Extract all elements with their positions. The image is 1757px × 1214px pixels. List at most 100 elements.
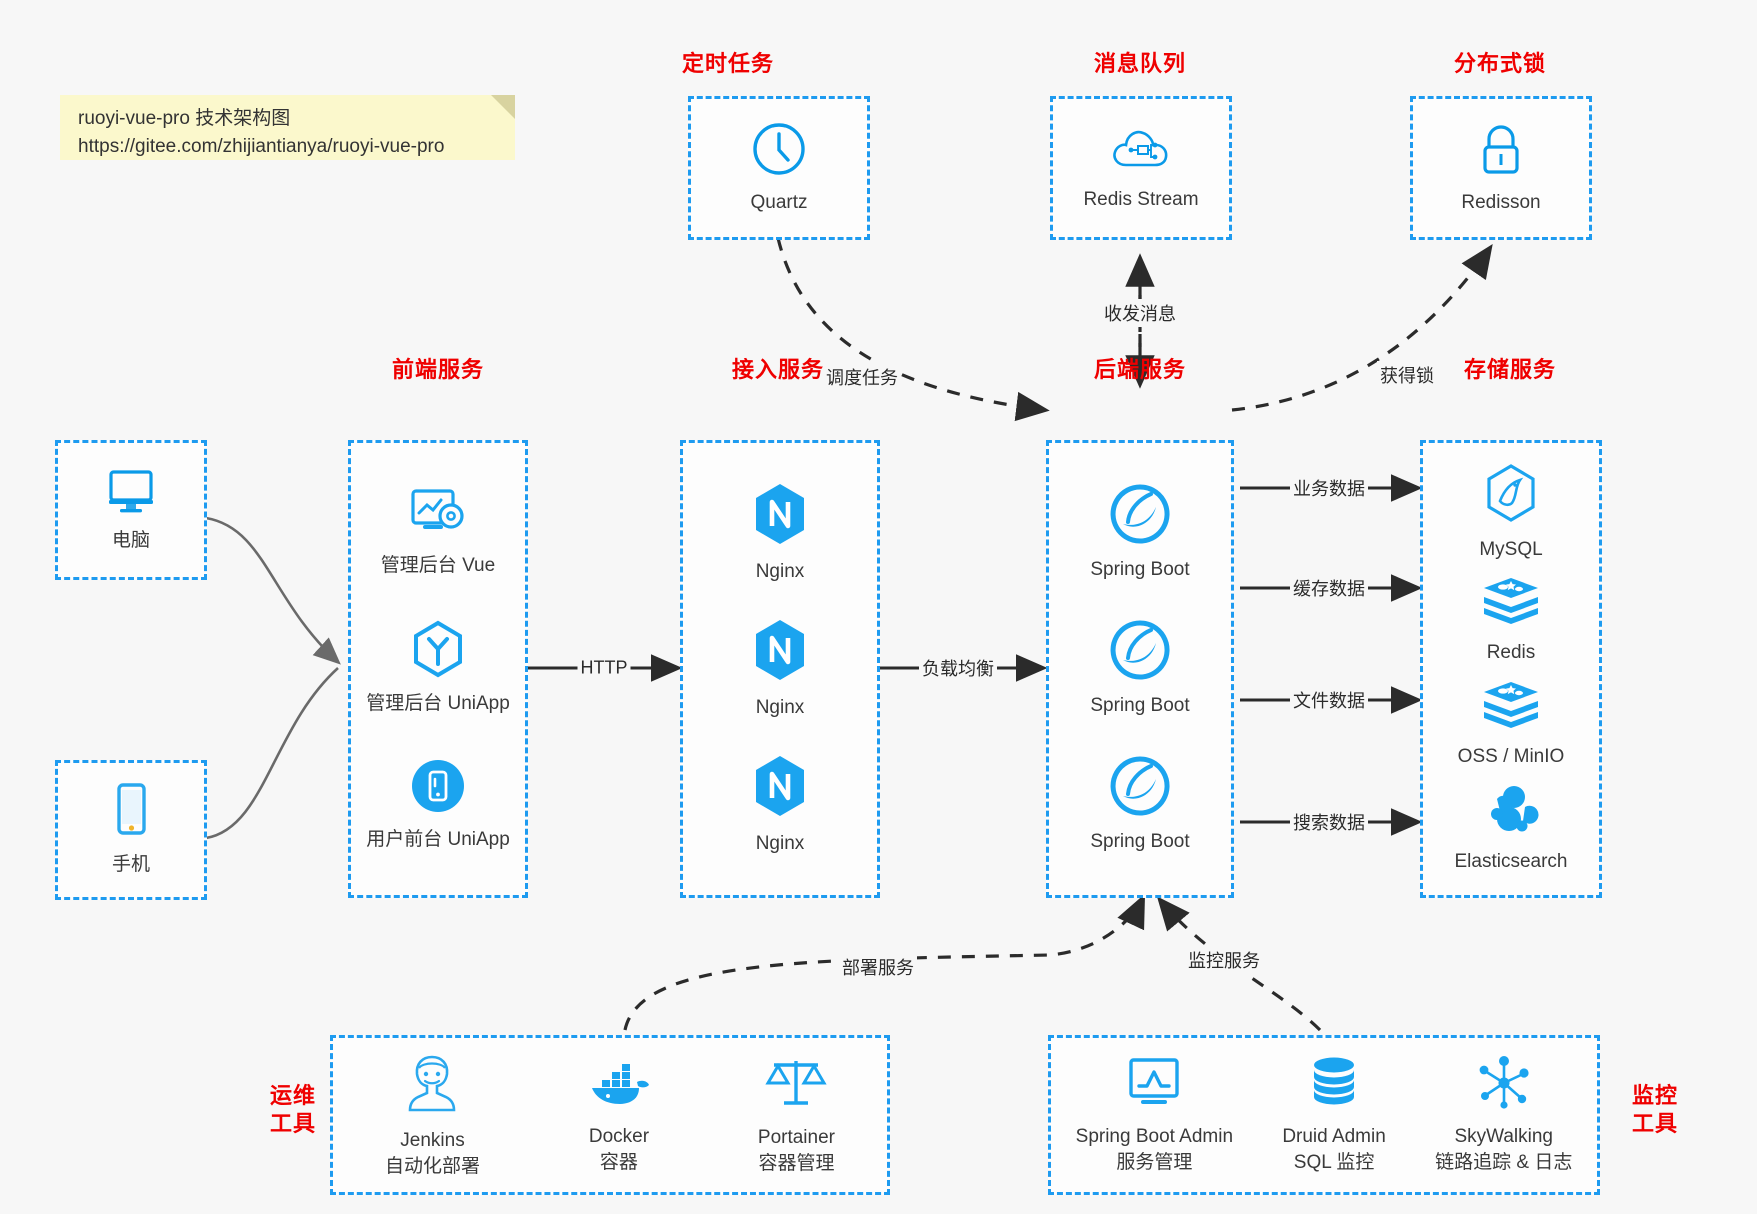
edge-label-cache-data: 缓存数据 <box>1290 574 1368 602</box>
node-sublabel: SQL 监控 <box>1293 1152 1375 1174</box>
note-title: ruoyi-vue-pro 技术架构图 <box>78 108 291 129</box>
group-title-gateway: 接入服务 <box>731 357 824 382</box>
node-desktop[interactable]: 电脑 <box>103 466 159 554</box>
node-spring-boot-1[interactable]: Spring Boot <box>1090 483 1190 583</box>
group-title-frontend: 前端服务 <box>391 357 484 382</box>
node-mysql[interactable]: MySQL <box>1479 463 1543 563</box>
node-jenkins[interactable]: Jenkins 自动化部署 <box>385 1050 480 1179</box>
group-box-monitor: Spring Boot Admin 服务管理 Druid Admin SQL 监… <box>1048 1035 1600 1195</box>
nginx-icon <box>750 481 810 552</box>
node-sublabel: 容器 <box>599 1152 638 1174</box>
vue-admin-icon <box>407 485 469 546</box>
diagram-note: ruoyi-vue-pro 技术架构图 https://gitee.com/zh… <box>60 95 515 160</box>
node-label: Spring Boot <box>1090 695 1190 717</box>
mysql-icon <box>1482 463 1540 530</box>
node-sublabel: 自动化部署 <box>384 1156 480 1178</box>
node-label: 管理后台 UniApp <box>366 693 510 715</box>
node-label: OSS / MinIO <box>1457 745 1565 767</box>
node-user-uniapp[interactable]: 用户前台 UniApp <box>366 757 510 853</box>
node-sublabel: 链路追踪 & 日志 <box>1435 1152 1573 1174</box>
lock-icon <box>1473 120 1529 183</box>
node-druid-admin[interactable]: Druid Admin SQL 监控 <box>1282 1054 1386 1175</box>
node-spring-boot-admin[interactable]: Spring Boot Admin 服务管理 <box>1076 1054 1233 1175</box>
node-redisson[interactable]: Redisson <box>1461 120 1541 216</box>
node-mobile[interactable]: 手机 <box>109 782 153 878</box>
node-sublabel: 服务管理 <box>1116 1152 1193 1174</box>
group-title-storage: 存储服务 <box>1463 357 1556 382</box>
node-label: MySQL <box>1479 538 1543 560</box>
node-label: Spring Boot <box>1090 831 1190 853</box>
group-title-message-queue: 消息队列 <box>1093 51 1186 76</box>
group-title-scheduled-task: 定时任务 <box>681 51 774 76</box>
node-nginx-1[interactable]: Nginx <box>750 481 810 585</box>
node-nginx-2[interactable]: Nginx <box>750 617 810 721</box>
node-label: 管理后台 Vue <box>380 555 496 577</box>
spring-boot-icon <box>1109 483 1171 550</box>
node-label: Spring Boot <box>1090 559 1190 581</box>
note-url: https://gitee.com/zhijiantianya/ruoyi-vu… <box>78 135 445 157</box>
group-box-message-queue: Redis Stream <box>1050 96 1232 240</box>
edge-label-schedule-task: 调度任务 <box>823 363 901 391</box>
group-box-client-mobile: 手机 <box>55 760 207 900</box>
uniapp-icon <box>409 619 467 684</box>
node-label: SkyWalking <box>1454 1126 1553 1148</box>
node-label: Nginx <box>755 697 805 719</box>
node-label: 电脑 <box>111 530 150 552</box>
node-skywalking[interactable]: SkyWalking 链路追踪 & 日志 <box>1435 1054 1572 1175</box>
node-oss-minio[interactable]: OSS / MinIO <box>1457 678 1565 770</box>
node-label: Elasticsearch <box>1454 851 1568 873</box>
node-label: Redis Stream <box>1083 189 1199 211</box>
node-label: Redisson <box>1461 192 1541 214</box>
group-box-distributed-lock: Redisson <box>1410 96 1592 240</box>
edge-label-http: HTTP <box>577 656 631 680</box>
node-redis[interactable]: Redis <box>1480 574 1542 666</box>
redis-icon <box>1480 574 1542 633</box>
monitor-chart-icon <box>1123 1054 1185 1117</box>
group-title-devops: 运维 工具 <box>258 1082 328 1137</box>
group-title-monitor: 监控 工具 <box>1615 1082 1695 1137</box>
oss-minio-icon <box>1480 678 1542 737</box>
nginx-icon <box>750 753 810 824</box>
edge-label-business-data: 业务数据 <box>1290 474 1368 502</box>
group-box-client-desktop: 电脑 <box>55 440 207 580</box>
node-nginx-3[interactable]: Nginx <box>750 753 810 857</box>
group-box-scheduled-task: Quartz <box>688 96 870 240</box>
node-elasticsearch[interactable]: Elasticsearch <box>1455 781 1568 875</box>
group-title-devops-line2: 工具 <box>269 1110 316 1136</box>
edge-label-acquire-lock: 获得锁 <box>1377 361 1437 389</box>
node-label: Jenkins <box>400 1130 465 1152</box>
mobile-app-icon <box>409 757 467 820</box>
node-label: 手机 <box>111 854 150 876</box>
node-label: 用户前台 UniApp <box>366 829 510 851</box>
group-box-frontend: 管理后台 Vue 管理后台 UniApp 用户前台 UniApp <box>348 440 528 898</box>
node-label: Spring Boot Admin <box>1075 1126 1234 1148</box>
edge-label-send-receive-message: 收发消息 <box>1101 299 1179 327</box>
node-quartz[interactable]: Quartz <box>750 120 808 216</box>
group-box-backend: Spring Boot Spring Boot Spring Boot <box>1046 440 1234 898</box>
node-admin-uniapp[interactable]: 管理后台 UniApp <box>366 619 510 717</box>
elasticsearch-icon <box>1481 781 1541 842</box>
mobile-phone-icon <box>109 782 153 845</box>
skywalking-icon <box>1474 1054 1534 1117</box>
group-title-backend: 后端服务 <box>1093 357 1186 382</box>
node-admin-vue[interactable]: 管理后台 Vue <box>381 485 495 579</box>
group-title-monitor-line1: 监控 <box>1631 1083 1678 1108</box>
node-sublabel: 容器管理 <box>758 1153 835 1175</box>
node-docker[interactable]: Docker 容器 <box>584 1054 654 1175</box>
node-redis-stream[interactable]: Redis Stream <box>1083 123 1199 213</box>
nginx-icon <box>750 617 810 688</box>
group-title-devops-line1: 运维 <box>269 1083 316 1108</box>
scales-icon <box>764 1053 828 1118</box>
spring-boot-icon <box>1109 755 1171 822</box>
database-icon <box>1305 1054 1363 1117</box>
node-spring-boot-3[interactable]: Spring Boot <box>1090 755 1190 855</box>
docker-icon <box>584 1054 654 1117</box>
node-label: Nginx <box>755 833 805 855</box>
node-portainer[interactable]: Portainer 容器管理 <box>758 1053 835 1176</box>
edge-label-monitor-service: 监控服务 <box>1185 946 1263 974</box>
spring-boot-icon <box>1109 619 1171 686</box>
edge-label-deploy-service: 部署服务 <box>839 953 917 981</box>
node-spring-boot-2[interactable]: Spring Boot <box>1090 619 1190 719</box>
cloud-stream-icon <box>1110 123 1172 180</box>
edge-label-load-balance: 负载均衡 <box>919 654 997 682</box>
